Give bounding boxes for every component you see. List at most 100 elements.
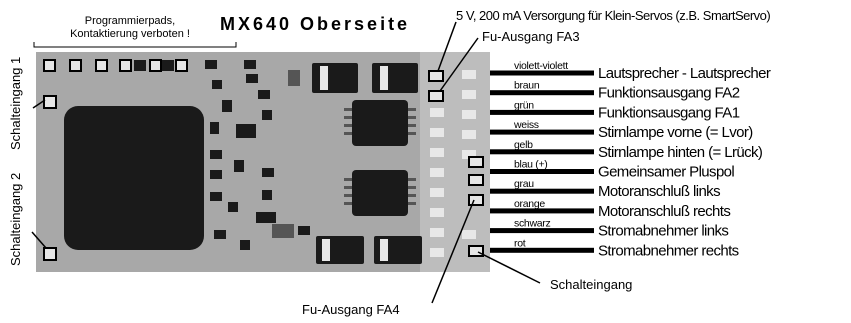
wire-function-label: Stirnlampe vorne (= Lvor) — [598, 124, 753, 141]
contact-pad — [462, 230, 476, 239]
inductor-highlight — [320, 66, 328, 90]
contact-pad — [462, 90, 476, 99]
inductor-highlight — [380, 239, 388, 261]
wire-function-label: Gemeinsamer Pluspol — [598, 164, 734, 181]
contact-pad — [430, 228, 444, 237]
programming-pads — [43, 59, 188, 72]
wire-color-label: braun — [514, 80, 540, 92]
wire-color-label: gelb — [514, 139, 533, 151]
programming-pads-label-line1: Programmierpads, — [85, 15, 175, 27]
switch-input-2-pad — [43, 247, 57, 261]
switch-input-pad — [468, 245, 484, 257]
smd-component — [222, 100, 232, 112]
smd-component — [134, 60, 146, 71]
wire-function-label: Stirnlampe hinten (= Lrück) — [598, 144, 763, 161]
switch-input-callout-label: Schalteingang — [550, 277, 632, 292]
wire-color-label: weiss — [513, 119, 539, 131]
wire — [490, 129, 594, 135]
programming-pad — [149, 59, 162, 72]
contact-pad — [430, 148, 444, 157]
contact-pad — [430, 108, 444, 117]
orange-pad — [468, 194, 484, 206]
servo-supply-pad — [428, 90, 444, 102]
wire-color-label: grün — [514, 99, 534, 111]
smd-component — [246, 74, 258, 83]
wire-function-label: Lautsprecher - Lautsprecher — [598, 65, 771, 82]
smd-components — [205, 60, 310, 250]
wire-function-label: Funktionsausgang FA2 — [598, 85, 740, 102]
wire-color-label: grau — [514, 178, 534, 190]
programming-pad — [69, 59, 82, 72]
smd-component — [210, 192, 222, 201]
wire-function-label: Motoranschluß links — [598, 183, 720, 200]
programming-pad — [175, 59, 188, 72]
smd-component — [240, 240, 250, 250]
contact-pad — [462, 110, 476, 119]
wire — [490, 247, 594, 253]
programming-pad — [95, 59, 108, 72]
contact-pads — [430, 70, 476, 257]
switch-input-1-pad — [43, 95, 57, 109]
common-plus-pad — [468, 156, 484, 168]
wire-function-label: Stromabnehmer links — [598, 223, 728, 240]
smd-component — [288, 70, 300, 86]
contact-pad — [462, 70, 476, 79]
contact-pad — [462, 150, 476, 159]
fa4-leader — [431, 199, 475, 304]
wire-color-label: rot — [514, 237, 526, 249]
wire — [490, 228, 594, 234]
wire-group: violett-violett Lautsprecher - Lautsprech… — [490, 60, 771, 259]
smd-component — [210, 122, 219, 134]
inductor — [312, 63, 358, 93]
smd-component — [228, 202, 238, 212]
wire — [490, 90, 594, 96]
smd-component — [210, 170, 222, 179]
inductor — [372, 63, 418, 93]
programming-pads-label-line2: Kontaktierung verboten ! — [70, 28, 190, 40]
programming-pads-bracket — [33, 42, 237, 48]
switch-input-1-label: Schalteingang 1 — [8, 57, 23, 150]
fa3-leader — [439, 37, 479, 92]
switch-input-1-leader — [32, 99, 46, 109]
contact-pad — [430, 168, 444, 177]
inductor-highlight — [380, 66, 388, 90]
wire — [490, 109, 594, 115]
wire-color-label: violett-violett — [514, 60, 568, 72]
smd-component — [212, 80, 222, 89]
smd-component — [236, 124, 256, 138]
contact-pad — [462, 130, 476, 139]
smd-component — [258, 90, 270, 99]
fa3-pad — [428, 70, 444, 82]
contact-pad — [430, 128, 444, 137]
wire — [490, 149, 594, 155]
wire — [490, 208, 594, 214]
wire-color-label: blau (+) — [514, 159, 548, 171]
marked-pads — [428, 70, 484, 257]
servo-supply-leader — [437, 21, 457, 72]
smd-component — [256, 212, 276, 223]
wire-color-label: orange — [514, 198, 545, 210]
motor-driver-chip-upper — [344, 100, 416, 146]
smd-component — [262, 190, 272, 200]
fa4-label: Fu-Ausgang FA4 — [302, 302, 400, 317]
switch-input-leader — [477, 251, 541, 284]
diagram-title: MX640 Oberseite — [220, 14, 410, 34]
smd-component — [298, 226, 310, 235]
smd-component — [214, 230, 226, 239]
grey-pad — [468, 174, 484, 186]
wire-function-label: Funktionsausgang FA1 — [598, 104, 740, 121]
wire — [490, 70, 594, 76]
smd-component — [162, 60, 174, 71]
wire — [490, 188, 594, 194]
motor-driver-chip-lower — [344, 170, 416, 216]
fa3-label: Fu-Ausgang FA3 — [482, 29, 580, 44]
smd-component — [205, 60, 217, 69]
smd-component — [262, 110, 272, 120]
contact-pad — [430, 208, 444, 217]
smd-component — [272, 224, 294, 238]
smd-component — [234, 160, 244, 172]
wire-function-label: Stromabnehmer rechts — [598, 242, 739, 259]
programming-pad — [119, 59, 132, 72]
